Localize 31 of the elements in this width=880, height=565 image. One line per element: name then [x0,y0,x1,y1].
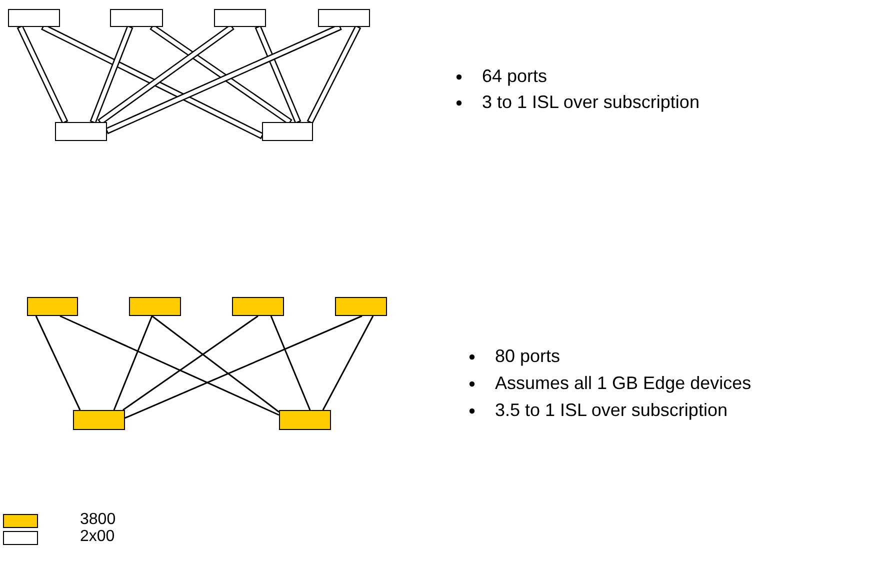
link-line [60,315,280,416]
link-line [113,316,153,410]
switch-box [110,9,163,27]
link-line [270,316,311,410]
switch-box [232,297,284,316]
switch-box [27,297,78,316]
switch-box [279,410,331,430]
switch-box [55,122,107,141]
link-line [124,315,362,419]
switch-box [262,122,313,141]
bullet-text: 64 ports [482,66,548,87]
bullet-text: Assumes all 1 GB Edge devices [495,373,752,394]
switch-box [8,9,60,27]
link-line [152,315,280,413]
link-line [90,25,134,124]
bullet-text: 3.5 to 1 ISL over subscription [495,400,728,421]
switch-box [129,297,181,316]
switch-box [214,9,266,27]
switch-box [335,297,387,316]
link-line [322,316,374,410]
legend-text: 2x00 [80,528,115,546]
legend-text: 3800 [80,511,116,529]
link-line [35,316,81,410]
link-line [306,24,362,124]
bullet-text: 3 to 1 ISL over subscription [482,92,700,113]
switch-box [73,410,125,430]
switch-box [318,9,370,27]
bullet-text: 80 ports [495,346,560,367]
link-line [254,25,302,124]
link-line [16,25,68,124]
link-line [122,315,258,411]
